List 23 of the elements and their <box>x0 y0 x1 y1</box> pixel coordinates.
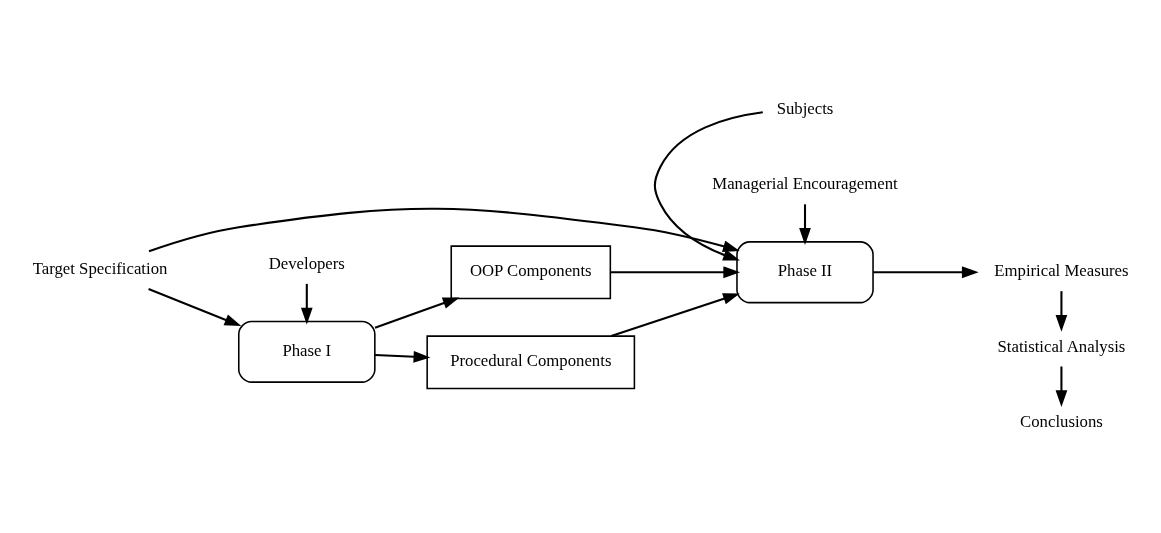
arrow <box>653 111 763 261</box>
arrow <box>610 293 740 337</box>
arrow <box>148 288 242 327</box>
arrow <box>1055 291 1068 332</box>
arrow <box>799 204 811 245</box>
node-text: Conclusions <box>1020 411 1103 431</box>
arrow <box>300 283 313 325</box>
node-text: Developers <box>268 253 345 273</box>
arrow <box>1055 366 1068 407</box>
arrow <box>148 207 740 253</box>
node-box: Phase I <box>238 320 376 383</box>
node-text: Target Specification <box>32 259 168 279</box>
arrow <box>873 266 979 279</box>
node-box: Phase II <box>736 241 874 304</box>
node-text: Subjects <box>776 99 834 118</box>
arrow <box>374 350 431 363</box>
node-text: Managerial Encouragement <box>712 174 898 194</box>
node-text: Empirical Measures <box>994 261 1129 281</box>
node-box: OOP Components <box>450 245 612 300</box>
node-box: Procedural Components <box>426 335 636 390</box>
node-text: Statistical Analysis <box>997 336 1126 356</box>
arrow <box>374 297 460 329</box>
arrow <box>610 266 741 279</box>
